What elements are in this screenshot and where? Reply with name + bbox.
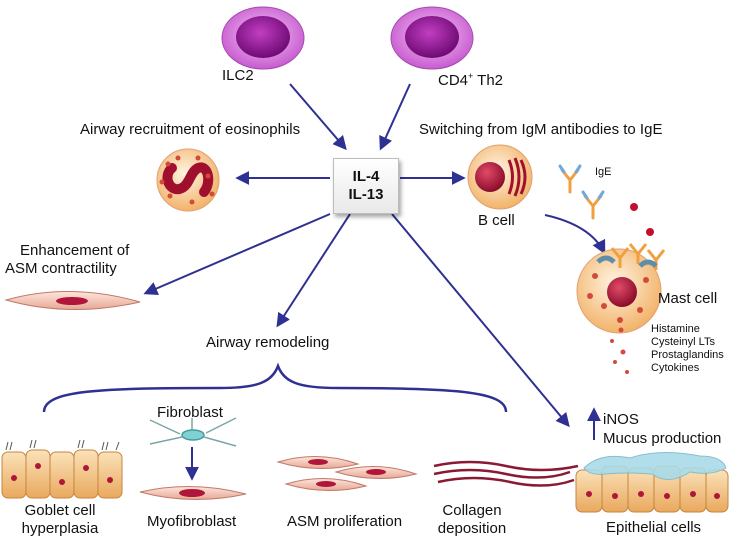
th2-cell-icon: [390, 6, 474, 70]
b-cell-label: B cell: [478, 212, 515, 229]
mediator-cysteinyl-lts: Cysteinyl LTs: [651, 336, 715, 348]
epithelial-cells-label: Epithelial cells: [606, 519, 702, 536]
ige-label: IgE: [595, 166, 612, 178]
mediator-cytokines: Cytokines: [651, 362, 700, 374]
th2-label-cd4: CD4: [438, 72, 469, 89]
il13-label: IL-13: [348, 186, 384, 203]
fibroblast-label: Fibroblast: [157, 404, 223, 421]
th2-label-sup: +: [468, 71, 474, 81]
mast-cell-label: Mast cell: [658, 290, 718, 307]
mucus-production-label: Mucus production: [603, 430, 722, 447]
arrow-th2-to-il4: [379, 83, 411, 151]
mast-cell-icon: [576, 243, 666, 334]
ilc2-cell-icon: [221, 6, 305, 70]
collagen-label-line2: deposition: [437, 520, 507, 537]
th2-label-rest: Th2: [473, 72, 504, 89]
asm-proliferation-label: ASM proliferation: [287, 513, 403, 530]
mediator-prostaglandins: Prostaglandins: [651, 349, 724, 361]
eosinophil-icon: [156, 148, 220, 212]
smooth-muscle-cell-icon: [4, 291, 141, 310]
arrow-to-asm: [143, 213, 331, 296]
arrow-to-epithelium: [391, 213, 570, 428]
inos-label: iNOS: [603, 411, 639, 428]
asm-proliferation-icon: [276, 456, 418, 491]
goblet-cells-icon: [1, 439, 123, 499]
arrow-bcell-to-mast: [544, 214, 606, 255]
allergen-icons: [630, 203, 654, 236]
eosinophil-effect-label: Airway recruitment of eosinophils: [80, 121, 301, 138]
epithelium-icon: [575, 451, 729, 513]
mediator-granules: [610, 327, 629, 374]
goblet-label-line1: Goblet cell: [24, 502, 96, 519]
th2-label: CD4+ Th2: [438, 67, 503, 90]
arrows: [143, 83, 606, 481]
remodeling-label: Airway remodeling: [206, 334, 330, 351]
asm-effect-label-line1: Enhancement of: [20, 242, 130, 259]
mediator-histamine: Histamine: [651, 323, 700, 335]
myofibroblast-label: Myofibroblast: [147, 513, 237, 530]
myofibroblast-icon: [139, 485, 247, 501]
arrow-ilc2-to-il4: [289, 83, 347, 151]
ige-antibody-icons: [558, 164, 605, 220]
il4-il13-box: IL-4 IL-13: [333, 158, 399, 214]
ige-switch-effect-label: Switching from IgM antibodies to IgE: [419, 121, 663, 138]
il4-label: IL-4: [352, 168, 380, 185]
goblet-label-line2: hyperplasia: [21, 520, 99, 537]
fibroblast-icon: [149, 417, 237, 447]
collagen-label-line1: Collagen: [442, 502, 502, 519]
ilc2-label: ILC2: [222, 67, 254, 84]
remodeling-brace: [42, 362, 508, 413]
arrow-to-remodeling: [276, 213, 351, 328]
b-cell-icon: [467, 144, 533, 210]
collagen-fibers-icon: [433, 460, 579, 487]
asm-effect-label-line2: ASM contractility: [5, 260, 117, 277]
